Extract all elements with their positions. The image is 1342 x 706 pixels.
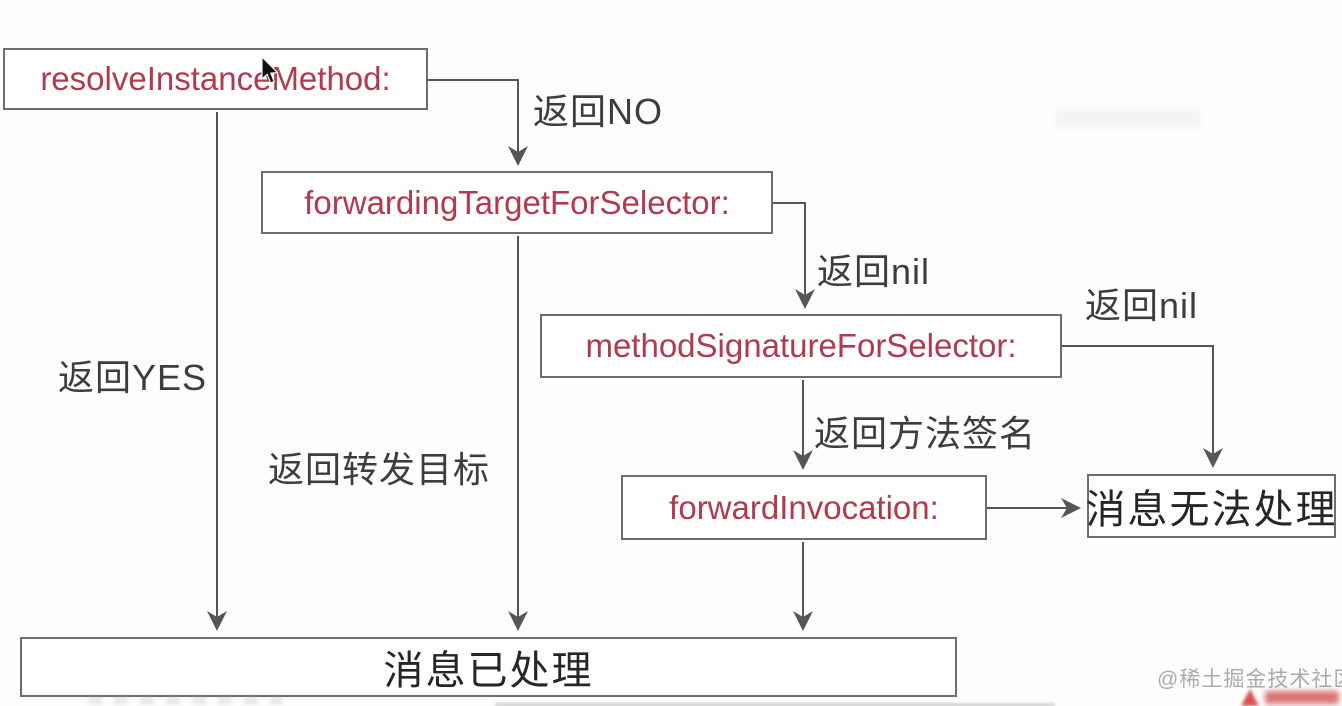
juejin-community-watermark: @稀土掘金技术社区 bbox=[1157, 668, 1342, 691]
bottom-edge-smudge bbox=[495, 703, 1055, 706]
red-logo-text-blur bbox=[1265, 691, 1339, 704]
node-forward-invocation: forwardInvocation: bbox=[621, 475, 987, 540]
node-forwarding-target-for-selector: forwardingTargetForSelector: bbox=[261, 171, 773, 234]
edge-label-return-nil-to-unhandled: 返回nil bbox=[1085, 285, 1199, 326]
node-message-handled-label: 消息已处理 bbox=[383, 649, 594, 693]
node-message-unhandled-label: 消息无法处理 bbox=[1085, 488, 1338, 532]
red-logo-cropped bbox=[1237, 687, 1342, 706]
node-forwarding-target-for-selector-label: forwardingTargetForSelector: bbox=[304, 183, 730, 221]
edge-label-return-method-signature: 返回方法签名 bbox=[814, 413, 1037, 454]
red-logo-flame-icon bbox=[1241, 689, 1259, 706]
node-resolve-instance-method: resolveInstanceMethod: bbox=[3, 48, 428, 110]
node-resolve-instance-method-label: resolveInstanceMethod: bbox=[40, 60, 391, 97]
node-message-handled: 消息已处理 bbox=[20, 637, 957, 697]
edge-resolve-to-forwarding-target bbox=[428, 79, 528, 166]
node-forward-invocation-label: forwardInvocation: bbox=[669, 488, 939, 526]
edge-label-return-yes: 返回YES bbox=[58, 357, 208, 398]
node-method-signature-for-selector: methodSignatureForSelector: bbox=[540, 314, 1062, 378]
faint-watermark-smudge bbox=[1055, 111, 1201, 128]
edge-label-return-forward-target: 返回转发目标 bbox=[268, 449, 491, 490]
edge-label-return-nil-to-signature: 返回nil bbox=[817, 251, 931, 292]
edge-label-return-no: 返回NO bbox=[533, 91, 664, 132]
edge-method-signature-to-unhandled bbox=[1062, 345, 1223, 468]
node-message-unhandled: 消息无法处理 bbox=[1085, 474, 1338, 538]
edge-forwarding-target-to-method-signature bbox=[773, 202, 815, 309]
faint-scribble-artifact bbox=[88, 694, 283, 705]
node-method-signature-for-selector-label: methodSignatureForSelector: bbox=[585, 327, 1017, 364]
